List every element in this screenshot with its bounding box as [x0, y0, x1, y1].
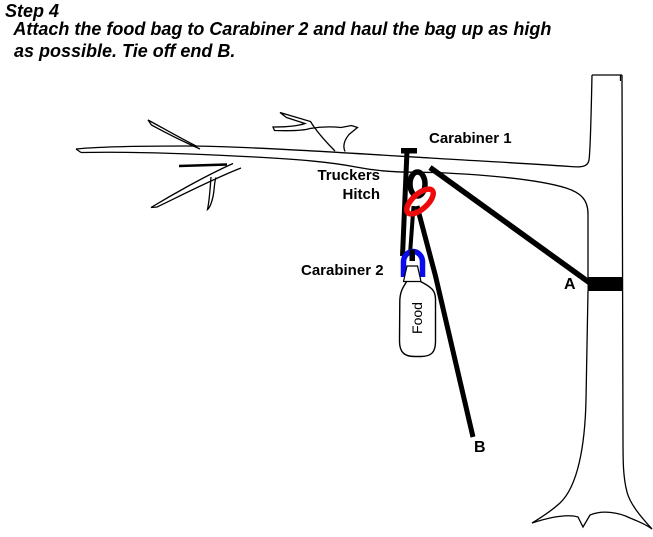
- tree-roots: [531, 511, 653, 530]
- branch-tip: [75, 148, 82, 154]
- trunk-top-edge: [592, 74, 622, 81]
- end-b-label: B: [474, 439, 486, 456]
- rope-knot-nub: [401, 148, 417, 154]
- instruction-line-2: as possible. Tie off end B.: [9, 40, 236, 61]
- rope-end-b: [414, 205, 476, 438]
- instruction-text: Attach the food bag to Carabiner 2 and h…: [9, 19, 551, 62]
- twig-hanging: [206, 176, 217, 212]
- tree: [75, 74, 653, 530]
- tie-off-band-a: [587, 277, 623, 291]
- haul-rope: [400, 150, 410, 257]
- branch-lower-edge: [80, 151, 589, 277]
- step-title: Step 4: [5, 1, 60, 21]
- carabiner1-label: Carabiner 1: [429, 130, 512, 147]
- end-a-label: A: [564, 276, 576, 293]
- truckers-hitch-loop: [404, 186, 436, 217]
- carabiner2-pin: [409, 249, 415, 261]
- trunk-left-edge: [531, 290, 589, 524]
- branch-upper-edge: [75, 74, 593, 168]
- twig-upper-left: [147, 119, 201, 150]
- twig-spur: [178, 163, 228, 168]
- food-bag: [398, 280, 437, 358]
- instruction-line-1: Attach the food bag to Carabiner 2 and h…: [9, 19, 552, 39]
- ropes: [400, 148, 592, 438]
- carabiner2-label: Carabiner 2: [301, 262, 384, 279]
- rope-end-a: [428, 165, 592, 286]
- food-label: Food: [409, 302, 425, 334]
- twig-lower-left: [150, 162, 242, 209]
- trunk-right-edge: [621, 74, 653, 530]
- truckers-hitch-label: Truckers Hitch: [317, 167, 380, 203]
- twig-upper-right: [272, 111, 359, 152]
- carabiner2-gate: [402, 265, 422, 283]
